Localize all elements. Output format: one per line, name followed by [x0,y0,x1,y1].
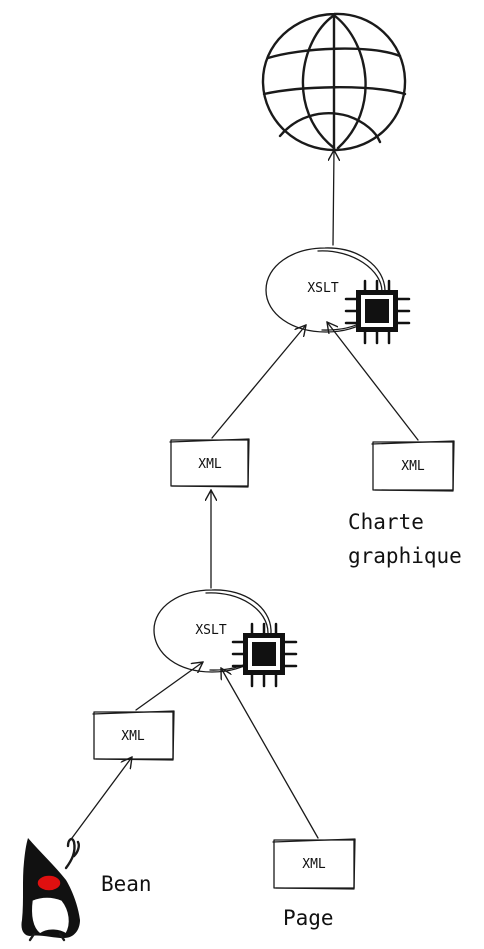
arrow-xml-mid-to-xslt [211,325,306,439]
xml-page-label: XML [302,857,326,872]
charte-label-line1: Charte [348,510,424,534]
xml-bean-label: XML [121,729,145,744]
xml-mid-node: XML [169,438,250,488]
charte-label-line2: graphique [348,544,462,568]
arrow-xml-bean-to-xslt [135,662,203,711]
arrow-xml-page-to-xslt [221,668,319,839]
xml-bean-node: XML [92,710,175,761]
duke-mascot-icon [21,837,80,942]
xml-page-node: XML [272,838,356,890]
arrow-xslt-to-globe [333,150,334,246]
cpu-chip-icon [231,622,298,688]
globe-icon [261,12,407,152]
arrow-bean-to-xml [71,757,132,839]
xml-charte-node: XML [371,440,455,492]
cpu-chip-icon [344,279,411,345]
xml-mid-label: XML [198,457,222,472]
arrow-xml-charte-to-xslt [327,322,419,441]
page-label: Page [283,906,334,930]
xslt-top-label: XSLT [307,281,338,296]
xslt-bottom-label: XSLT [195,623,226,638]
bean-label: Bean [101,872,152,896]
xslt-top-node: XSLT [265,247,386,333]
xml-charte-label: XML [401,459,425,474]
